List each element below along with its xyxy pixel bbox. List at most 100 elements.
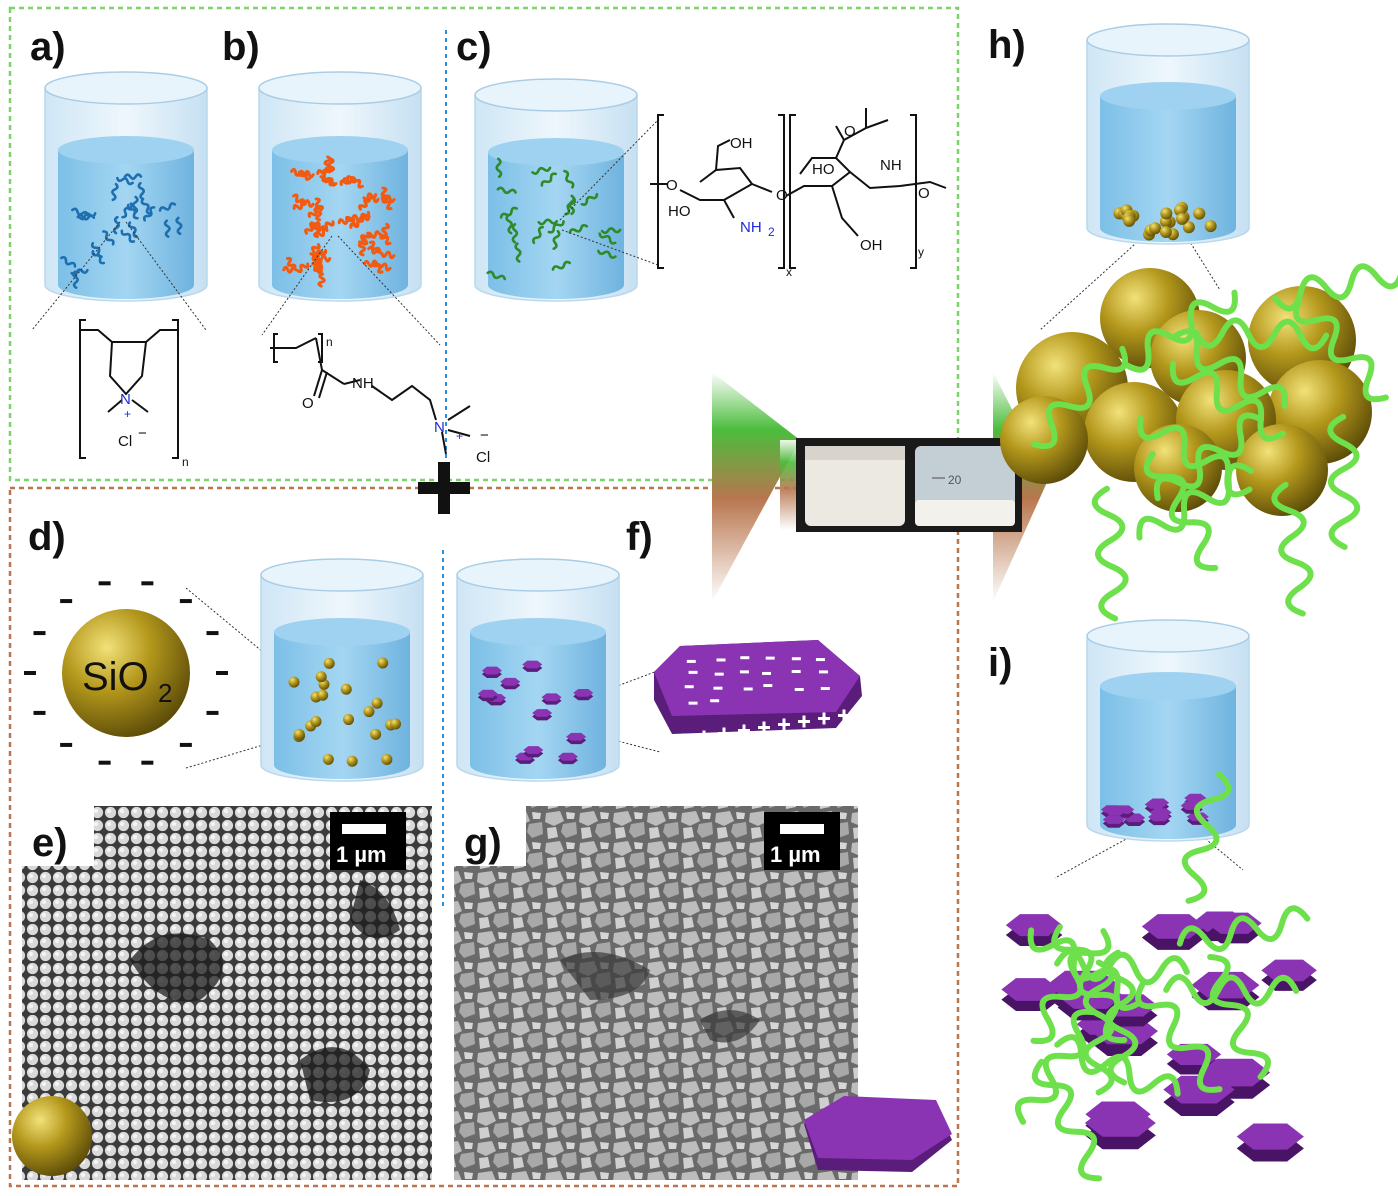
silica-sphere <box>1000 396 1088 484</box>
platelet <box>522 660 543 669</box>
polymer-chain <box>120 229 136 243</box>
network-chain <box>1293 297 1389 403</box>
polymer-chain <box>71 270 79 289</box>
positive-charge-v <box>682 733 686 746</box>
negative-charge <box>791 657 801 661</box>
polymer-chain <box>563 169 575 189</box>
negative-charge <box>206 710 219 715</box>
silica-particle <box>1123 214 1136 227</box>
silica-particle <box>1149 222 1162 235</box>
polymer-chain <box>580 193 599 206</box>
polymer-chain <box>60 256 77 268</box>
atom-o-c2: O <box>918 185 930 202</box>
sio2-sub: 2 <box>158 678 172 708</box>
negative-charge <box>714 672 724 676</box>
panel-label-d: d) <box>28 515 66 559</box>
polymer-coil <box>290 167 305 177</box>
negative-charge <box>60 742 73 747</box>
polymer-coil <box>337 216 353 225</box>
repeat-x: x <box>786 265 792 279</box>
polymer-coil <box>314 227 329 238</box>
negative-charge <box>179 599 192 604</box>
network-chain <box>1014 1008 1096 1125</box>
bottom-frame <box>8 486 960 1188</box>
platelet <box>532 709 553 717</box>
polymer-coil <box>323 177 338 187</box>
positive-charge-v <box>742 724 746 737</box>
negative-charge <box>763 684 773 688</box>
repeat-n-b: n <box>326 335 333 349</box>
panel-label-h: h) <box>988 23 1026 67</box>
chloride-b: Cl <box>476 449 490 466</box>
silica-particle-d: SiO 2 <box>62 609 190 737</box>
polymer-coil <box>326 157 336 173</box>
platelet <box>557 752 578 761</box>
platelet <box>477 689 498 698</box>
negative-charge <box>141 581 154 586</box>
negative-charge <box>794 687 804 691</box>
silica-particle <box>1182 221 1195 234</box>
network-chain <box>1207 953 1271 1080</box>
negative-charge <box>98 581 111 586</box>
platelet-charges <box>678 656 850 746</box>
polymer-coil <box>307 206 321 218</box>
atom-o-link: O <box>776 187 788 204</box>
silica-particle <box>310 715 322 727</box>
negative-charge <box>98 760 111 765</box>
repeat-y: y <box>918 245 924 259</box>
polymer-chain <box>531 166 552 175</box>
structure-a: N + Cl − n <box>79 319 189 469</box>
polymer-coil <box>292 200 307 211</box>
panel-label-c: c) <box>456 25 492 69</box>
polymer-coil <box>309 243 321 256</box>
silica-particle <box>371 697 383 709</box>
charge-minus-b: − <box>480 427 489 444</box>
sediment-platelets <box>1101 793 1209 828</box>
beaker-mark: 20 <box>948 473 962 487</box>
platelet <box>1261 959 1317 982</box>
silica-particle <box>288 676 300 688</box>
polymer-chains-a <box>60 173 183 289</box>
scalebar-e-label: 1 µm <box>336 842 387 867</box>
polymer-coil <box>363 259 379 268</box>
platelet <box>1148 812 1171 822</box>
polymer-coil <box>357 241 367 257</box>
network-chain <box>1193 317 1330 352</box>
scalebar-g-label: 1 µm <box>770 842 821 867</box>
negative-charge <box>820 687 830 691</box>
sio2-label: SiO <box>82 655 149 699</box>
platelet <box>1102 815 1125 824</box>
platelet <box>1163 1075 1235 1104</box>
negative-charge <box>688 701 698 705</box>
polymer-chain <box>532 225 544 245</box>
silica-particle <box>293 728 305 740</box>
polymer-chain <box>547 220 565 234</box>
negative-charge <box>765 656 775 660</box>
polymer-chain <box>600 227 622 235</box>
network-chain <box>1091 485 1129 622</box>
polymer-chain <box>175 216 183 236</box>
polymer-coil <box>311 262 323 275</box>
polymer-coil <box>299 170 315 179</box>
negative-charge <box>206 631 219 636</box>
polymer-coil <box>380 250 396 260</box>
silica-particle <box>363 706 375 718</box>
network-chain <box>1031 345 1129 450</box>
negative-charge <box>60 599 73 604</box>
positive-charge-v <box>842 709 846 722</box>
positive-charge-v <box>782 718 786 731</box>
polymer-chain <box>499 206 518 219</box>
polymer-chain <box>568 223 589 234</box>
silica-particle <box>370 728 382 740</box>
panel-label-e: e) <box>32 821 68 865</box>
polymer-chain <box>140 198 152 215</box>
polymer-chain <box>496 186 517 195</box>
polymer-chain <box>564 197 577 216</box>
ho-c1: HO <box>668 203 691 220</box>
charge-plus-b: + <box>456 429 463 443</box>
panel-label-b: b) <box>222 25 260 69</box>
network-chain <box>1327 413 1361 550</box>
combine-plus-icon <box>418 462 470 514</box>
polymer-chain <box>121 202 133 219</box>
network-chain <box>1176 905 1311 952</box>
